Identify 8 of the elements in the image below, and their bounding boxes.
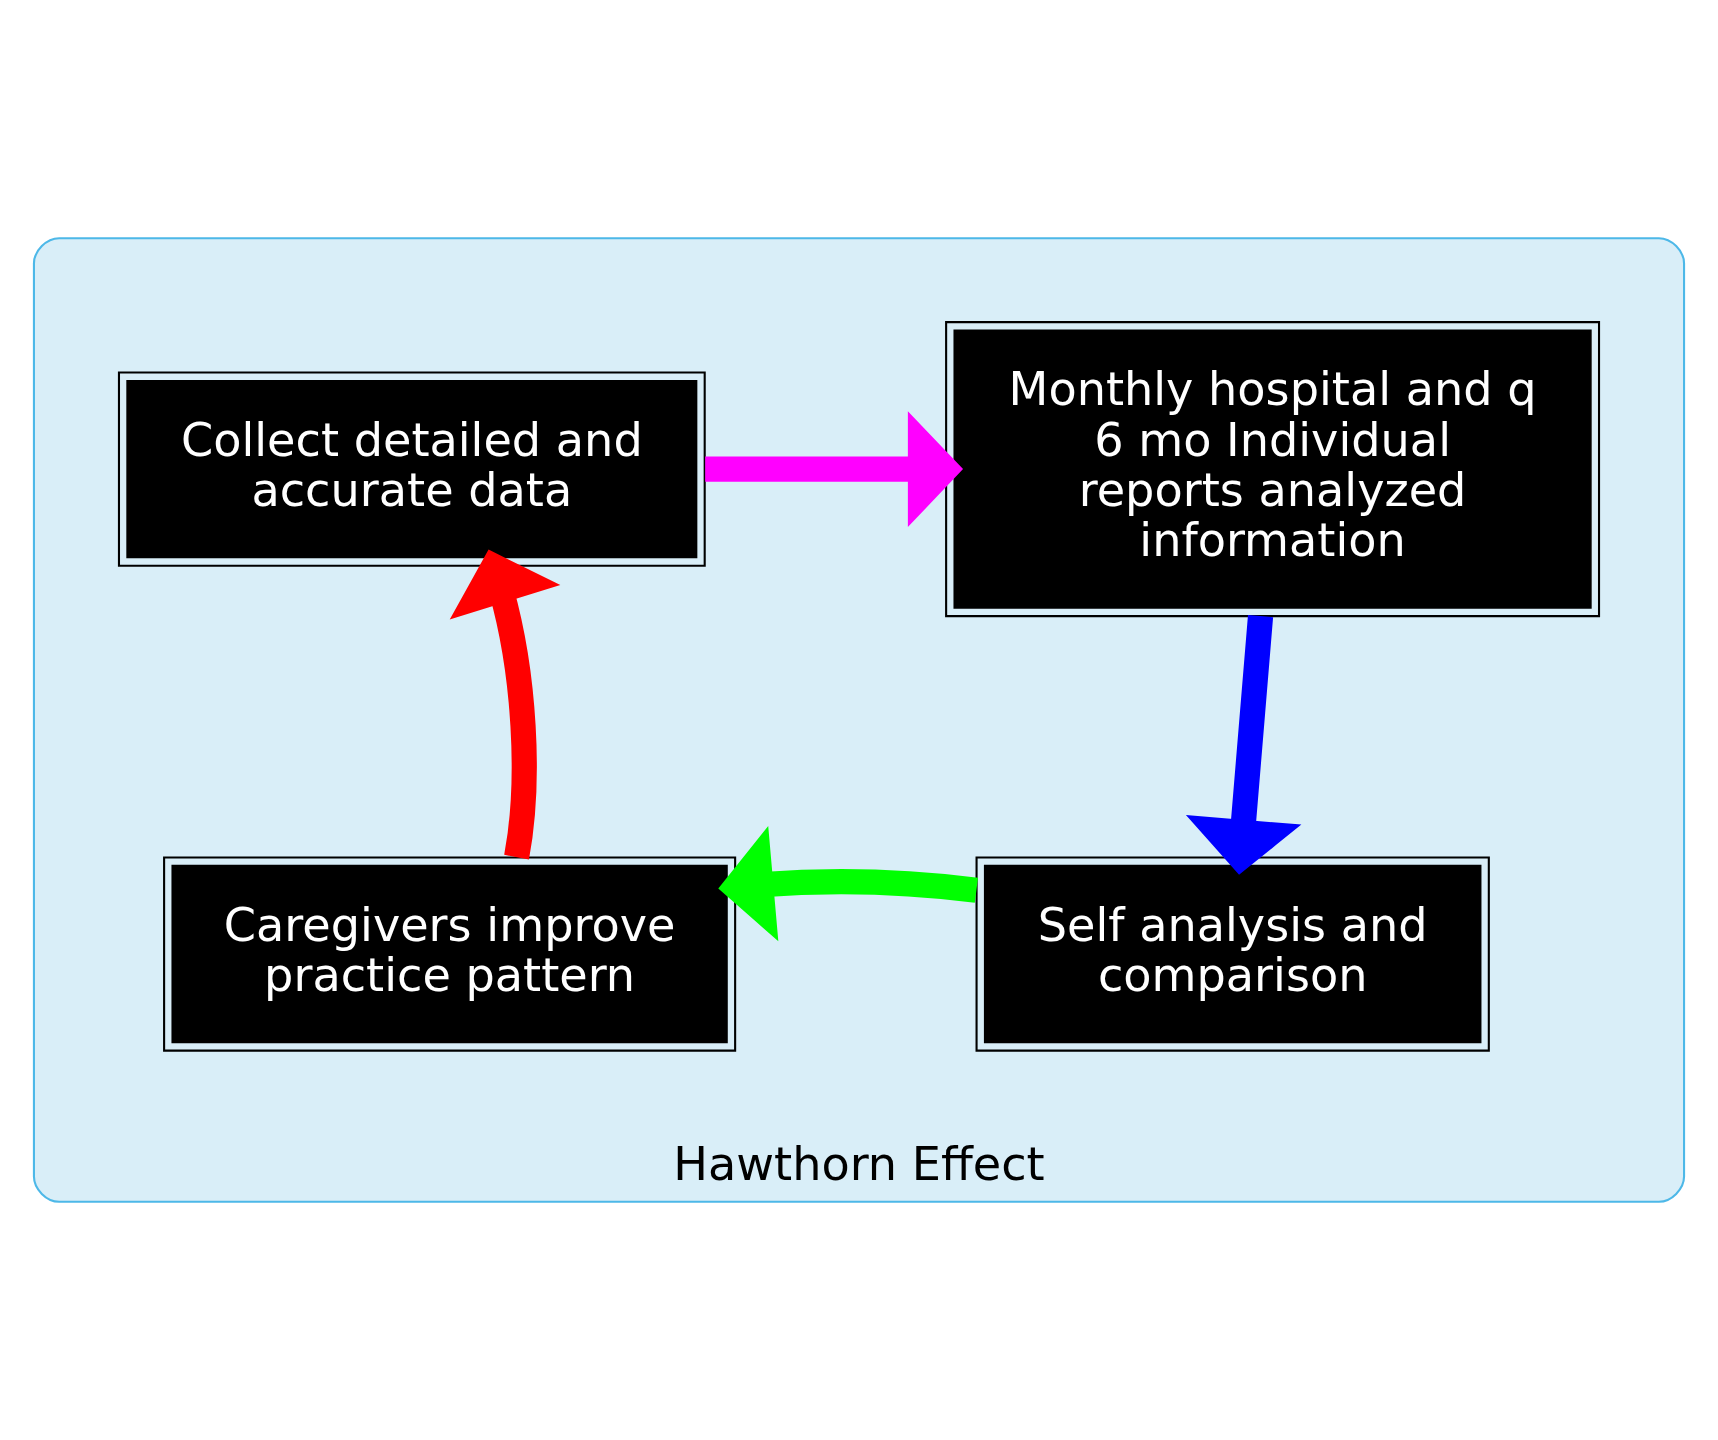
node-box: Monthly hospital and q 6 mo Individual reports analyzed information	[945, 321, 1601, 618]
node-box: Self analysis and comparison	[975, 856, 1490, 1052]
arrow	[449, 549, 561, 860]
arrow	[718, 825, 978, 942]
arrow	[1185, 615, 1302, 875]
node-box: Collect detailed and accurate data	[117, 371, 706, 567]
arrow	[705, 411, 964, 528]
node-box: Caregivers improve practice pattern	[163, 856, 737, 1052]
